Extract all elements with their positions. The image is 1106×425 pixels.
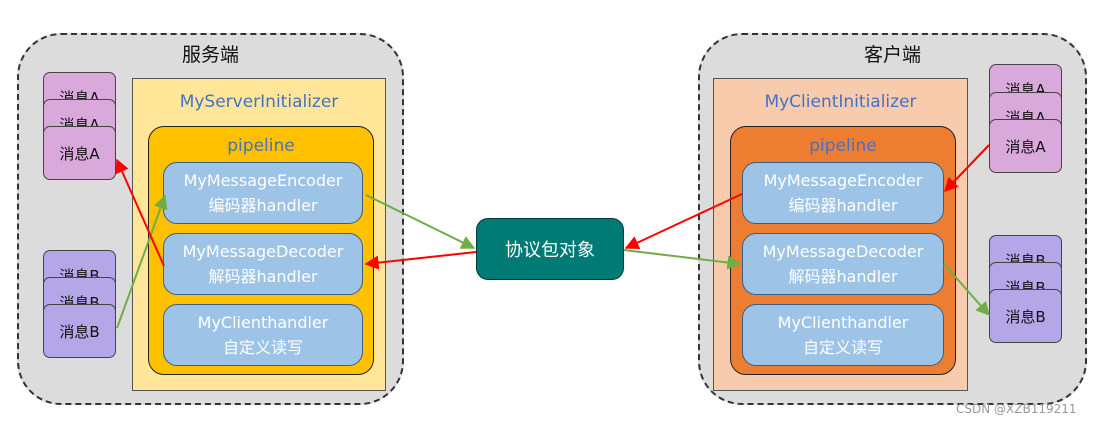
server-encoder-handler: MyMessageEncoder 编码器handler [163, 162, 363, 224]
arrow-protocol-to-server-decoder [364, 251, 477, 270]
client-initializer-title: MyClientInitializer [764, 92, 917, 112]
server-decoder-desc: 解码器handler [208, 267, 318, 286]
client-title: 客户端 [863, 44, 921, 66]
server-initializer-title: MyServerInitializer [179, 92, 339, 112]
arrow-client-msga-to-encoder [944, 144, 990, 193]
server-encoder-name: MyMessageEncoder [183, 171, 343, 190]
watermark: CSDN @XZB119211 [956, 402, 1077, 416]
server-decoder-name: MyMessageDecoder [182, 242, 344, 261]
client-custom-name: MyClienthandler [777, 313, 909, 332]
client-decoder-desc: 解码器handler [788, 267, 898, 286]
arrow-server-encoder-to-protocol [365, 194, 476, 249]
protocol-object-label: 协议包对象 [505, 240, 595, 261]
server-custom-handler: MyClienthandler 自定义读写 [163, 304, 363, 366]
server-decoder-handler: MyMessageDecoder 解码器handler [163, 233, 363, 295]
client-decoder-handler: MyMessageDecoder 解码器handler [742, 233, 944, 295]
server-custom-name: MyClienthandler [197, 313, 329, 332]
protocol-object: 协议包对象 [476, 218, 624, 280]
arrow-client-encoder-to-protocol [624, 193, 743, 250]
client-custom-desc: 自定义读写 [802, 338, 883, 357]
client-encoder-handler: MyMessageEncoder 编码器handler [742, 162, 944, 224]
client-message-b: 消息B [989, 289, 1062, 343]
client-pipeline-title: pipeline [809, 136, 877, 156]
arrow-server-decoder-to-msga [115, 158, 165, 267]
client-decoder-name: MyMessageDecoder [762, 242, 924, 261]
arrow-client-decoder-to-msgb [943, 263, 990, 317]
client-message-a: 消息A [989, 119, 1062, 173]
server-custom-desc: 自定义读写 [222, 338, 303, 357]
server-message-b: 消息B [43, 304, 116, 358]
arrow-protocol-to-client-decoder [623, 249, 742, 270]
server-encoder-desc: 编码器handler [208, 196, 318, 215]
client-encoder-desc: 编码器handler [788, 196, 898, 215]
client-encoder-name: MyMessageEncoder [763, 171, 923, 190]
server-pipeline-title: pipeline [227, 136, 295, 156]
client-custom-handler: MyClienthandler 自定义读写 [742, 304, 944, 366]
server-title: 服务端 [181, 44, 239, 66]
arrow-server-msgb-to-encoder [116, 194, 168, 329]
server-message-a: 消息A [43, 126, 116, 180]
